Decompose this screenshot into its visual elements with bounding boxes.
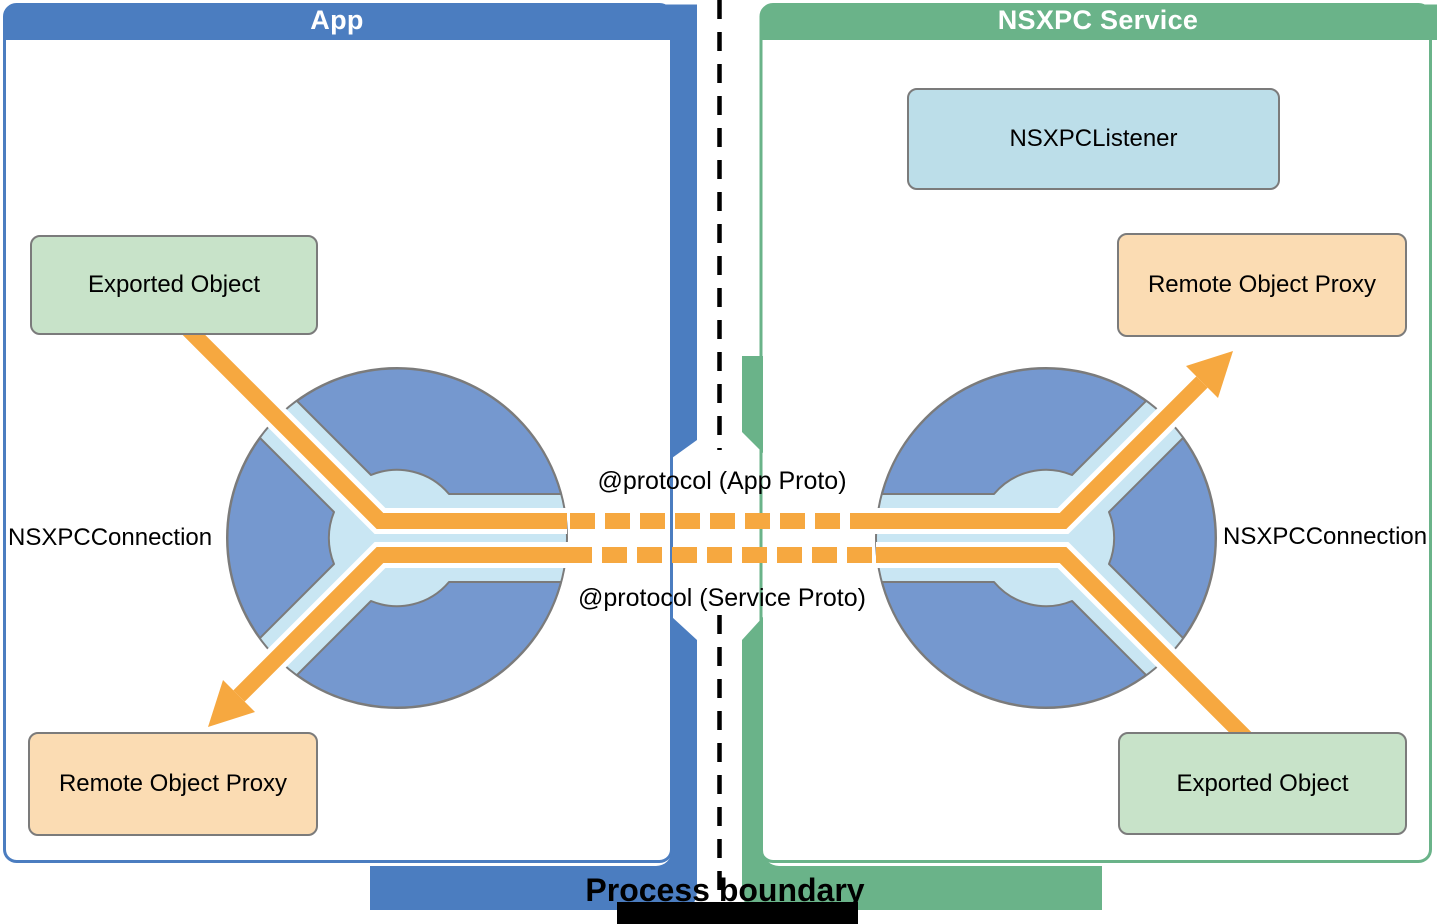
service-protocol-label: @protocol (Service Proto) [578, 584, 866, 612]
app-exported-to-connection-arrow [164, 305, 567, 529]
app-boundary-bar-bottom [370, 617, 697, 910]
service-exported-to-connection-arrow [876, 547, 1269, 761]
app-boundary-bar-top [672, 4, 697, 458]
connection-to-remote-proxy-left-arrow [233, 547, 574, 702]
service-remote-object-proxy-box: Remote Object Proxy [1117, 233, 1407, 337]
service-boundary-bar-top [742, 356, 763, 453]
connector-wedge-right-side [1108, 437, 1217, 639]
connector-wedge-right-bottom [881, 581, 1147, 709]
nsxpcconnection-label-left: NSXPCConnection [8, 524, 213, 551]
connection-to-remote-proxy-right-arrow [868, 376, 1208, 529]
app-remote-object-proxy-label: Remote Object Proxy [58, 770, 288, 797]
service-header-bar [761, 4, 1437, 40]
app-exported-object-box: Exported Object [30, 235, 318, 335]
arrowhead-to-remote-proxy-right-icon [1186, 351, 1233, 398]
app-panel-title: App [310, 4, 364, 35]
nsxpclistener-box: NSXPCListener [907, 88, 1280, 190]
arrowhead-to-remote-proxy-left-icon [208, 680, 255, 727]
connector-wedge-left-top [296, 367, 562, 495]
service-boundary-bar-bottom [742, 617, 1102, 910]
connector-wedge-right-top [881, 367, 1147, 495]
app-exported-object-label: Exported Object [87, 271, 261, 298]
process-boundary-crop-bar [617, 902, 858, 924]
message-arrows [164, 305, 1269, 761]
service-exported-object-label: Exported Object [1176, 769, 1349, 797]
nsxpcconnection-label-right: NSXPCConnection [1223, 523, 1428, 550]
connector-wedge-left-bottom [296, 581, 562, 709]
service-remote-object-proxy-label: Remote Object Proxy [1147, 271, 1377, 298]
app-header-bar [4, 4, 674, 40]
connector-wedge-left-side [226, 437, 335, 639]
nsxpclistener-label: NSXPCListener [1009, 125, 1178, 152]
service-panel-title: NSXPC Service [997, 4, 1199, 35]
app-remote-object-proxy-box: Remote Object Proxy [28, 732, 318, 836]
app-protocol-label: @protocol (App Proto) [597, 467, 847, 495]
service-exported-object-box: Exported Object [1118, 732, 1407, 835]
